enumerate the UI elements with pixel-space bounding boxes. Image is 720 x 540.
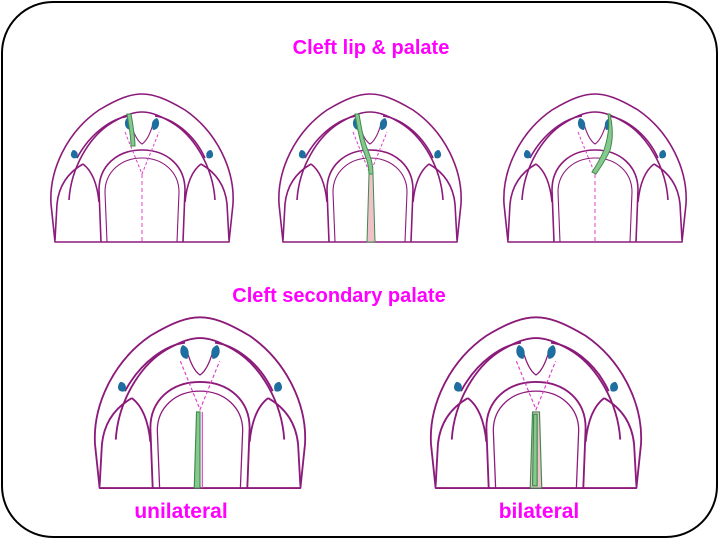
dental-arch-outline bbox=[278, 93, 462, 243]
palate-diagram-cleft-lip-palate bbox=[278, 93, 462, 243]
dental-arch-outline bbox=[503, 93, 687, 243]
cleft-secondary-bilateral bbox=[531, 413, 538, 487]
nostril-left bbox=[577, 118, 586, 130]
premaxilla-outline bbox=[186, 351, 214, 376]
palate-diagram-cleft-lip-right bbox=[503, 93, 687, 243]
palatal-shelf-outer bbox=[485, 381, 587, 489]
nostril-left bbox=[516, 345, 525, 359]
nostril-right bbox=[211, 345, 220, 359]
maxilla-contour bbox=[282, 163, 458, 241]
lateral-mark-right bbox=[206, 150, 214, 159]
nostril-right bbox=[547, 345, 556, 359]
maxilla-contour bbox=[507, 163, 683, 241]
lateral-mark-right bbox=[610, 381, 619, 392]
palate-diagram-secondary-unilateral bbox=[93, 316, 307, 489]
dental-arch-outline bbox=[50, 93, 234, 243]
palatal-shelf-inner bbox=[557, 157, 633, 243]
lip-contour bbox=[460, 341, 610, 392]
lateral-mark-left bbox=[298, 150, 306, 159]
maxilla-contour bbox=[54, 163, 230, 241]
nostril-left bbox=[180, 345, 189, 359]
lateral-mark-right bbox=[434, 150, 442, 159]
cleft-lip-left bbox=[126, 113, 136, 147]
palate-diagram-secondary-bilateral bbox=[429, 316, 643, 489]
dental-arch-outline bbox=[429, 316, 643, 489]
palatal-shelf-outer bbox=[551, 149, 639, 243]
alveolar-ridge bbox=[467, 397, 605, 443]
lateral-mark-left bbox=[117, 381, 126, 392]
incisive-suture bbox=[179, 360, 221, 412]
lip-contour bbox=[304, 115, 434, 159]
cleft-palate-gap bbox=[366, 173, 376, 243]
label-unilateral: unilateral bbox=[134, 500, 228, 523]
inner-arch-line bbox=[114, 337, 286, 440]
lip-contour bbox=[124, 341, 274, 392]
premaxilla-outline bbox=[583, 123, 607, 145]
palatal-shelf-inner bbox=[156, 390, 244, 489]
premaxilla-outline bbox=[522, 351, 550, 376]
lateral-mark-left bbox=[70, 150, 78, 159]
cleft-secondary-unilateral bbox=[193, 411, 201, 489]
palate-diagram-cleft-lip-left bbox=[50, 93, 234, 243]
palatal-shelf-inner bbox=[104, 157, 180, 243]
inner-arch-line bbox=[68, 111, 216, 201]
nostril-right bbox=[379, 118, 388, 130]
label-bilateral: bilateral bbox=[498, 500, 580, 523]
alveolar-ridge bbox=[131, 397, 269, 443]
alveolar-ridge bbox=[310, 163, 430, 203]
inner-arch-line bbox=[521, 111, 669, 201]
lateral-mark-right bbox=[659, 150, 667, 159]
maxilla-contour bbox=[434, 397, 638, 486]
palatal-shelf-outer bbox=[326, 149, 414, 243]
alveolar-ridge bbox=[82, 163, 202, 203]
maxilla-contour bbox=[98, 397, 302, 486]
lip-contour bbox=[529, 115, 659, 159]
lip-contour bbox=[76, 115, 206, 159]
palatal-shelf-inner bbox=[492, 390, 580, 489]
inner-arch-line bbox=[450, 337, 622, 440]
lateral-mark-left bbox=[453, 381, 462, 392]
lateral-mark-right bbox=[274, 381, 283, 392]
nostril-right bbox=[151, 118, 160, 130]
heading-cleft-secondary-palate: Cleft secondary palate bbox=[232, 285, 446, 307]
inner-arch-line bbox=[296, 111, 444, 201]
cleft-lip-right bbox=[591, 113, 613, 175]
lateral-mark-left bbox=[523, 150, 531, 159]
heading-cleft-lip-palate: Cleft lip & palate bbox=[292, 37, 450, 59]
dental-arch-outline bbox=[93, 316, 307, 489]
incisive-suture bbox=[515, 360, 557, 412]
palatal-shelf-outer bbox=[149, 381, 251, 489]
alveolar-ridge bbox=[535, 163, 655, 203]
palatal-shelf-outer bbox=[98, 149, 186, 243]
